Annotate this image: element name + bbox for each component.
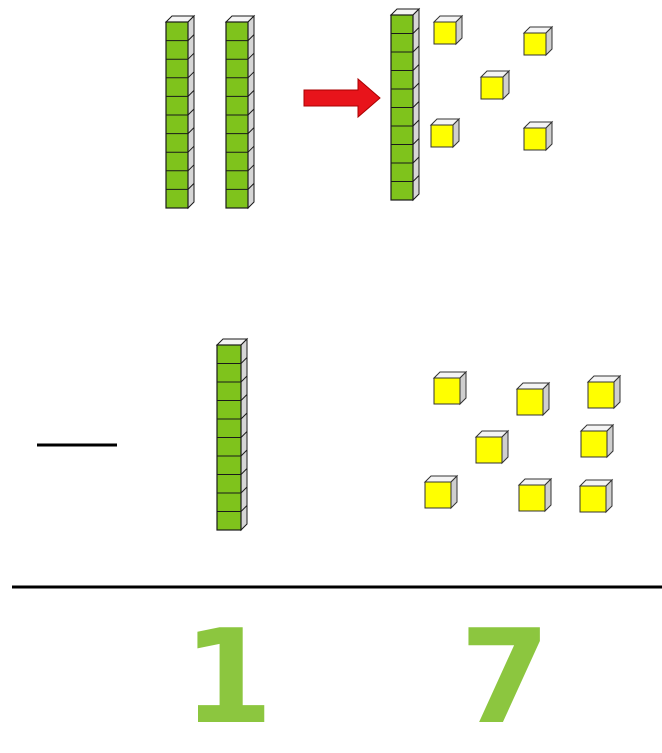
subtrahend-unit-cube (517, 383, 549, 415)
regrouped-unit-cube (434, 16, 462, 44)
result-tens-digit: 1 (168, 612, 288, 742)
minuend-tens-rod (226, 16, 254, 208)
subtrahend-unit-cube (519, 479, 551, 511)
subtrahend-tens-rod (217, 339, 247, 530)
regrouped-unit-cube (524, 122, 552, 150)
rods-layer (166, 9, 419, 530)
regrouped-unit-cube (431, 119, 459, 147)
subtrahend-unit-cube (580, 480, 612, 512)
regrouped-tens-rod (391, 9, 419, 200)
arrow-right-icon (304, 79, 380, 117)
subtrahend-unit-cube (581, 425, 613, 457)
subtrahend-unit-cube (476, 431, 508, 463)
subtrahend-unit-cube (434, 372, 466, 404)
minuend-tens-rod (166, 16, 194, 208)
subtrahend-unit-cube (588, 376, 620, 408)
regrouped-unit-cube (481, 71, 509, 99)
regrouped-unit-cube (524, 27, 552, 55)
result-ones-digit: 7 (445, 612, 565, 742)
marks-layer (12, 79, 662, 587)
subtrahend-unit-cube (425, 476, 457, 508)
cubes-layer (425, 16, 620, 512)
